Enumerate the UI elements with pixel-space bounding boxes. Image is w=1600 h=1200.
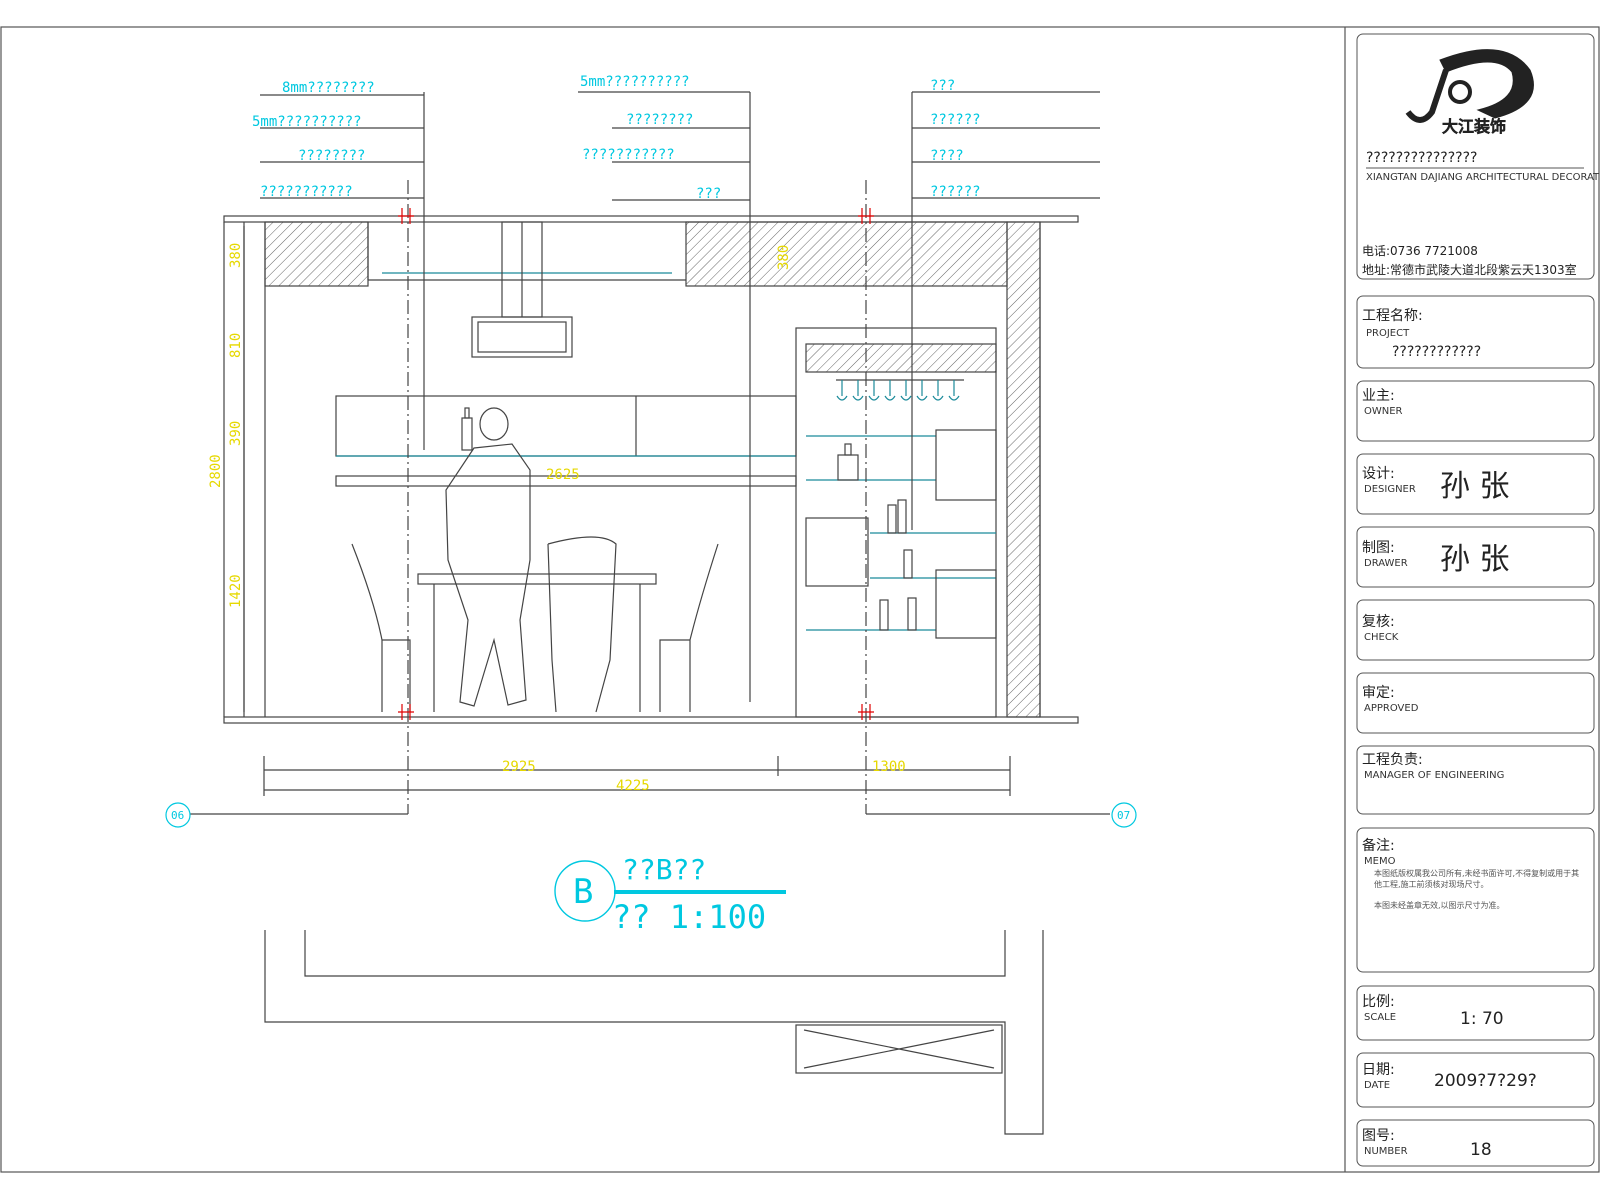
company-name: ??????????????? — [1366, 150, 1477, 166]
upper-cabinet — [335, 395, 797, 457]
chair-right — [659, 543, 719, 712]
date-value: 2009?7?29? — [1434, 1071, 1537, 1091]
drawer-en: DRAWER — [1364, 558, 1408, 569]
grid-label-left: 06 — [171, 809, 184, 822]
scale-label: 比例: — [1362, 994, 1395, 1010]
grid-bubble-right — [1111, 802, 1137, 828]
cabinet-door-2 — [805, 517, 869, 587]
annotation-right-1: ??? — [930, 78, 955, 94]
check-label: 复核: — [1362, 613, 1395, 630]
ceiling-soffit-left — [264, 221, 369, 287]
check-en: CHECK — [1364, 632, 1399, 643]
range-hood — [471, 316, 573, 358]
designer-en: DESIGNER — [1364, 484, 1416, 495]
annotation-right-4: ?????? — [930, 184, 981, 200]
ceiling-slab — [223, 215, 1079, 223]
scale-en: SCALE — [1364, 1012, 1396, 1023]
person-figure — [445, 407, 531, 707]
date-label: 日期: — [1362, 1062, 1395, 1078]
memo-text-1: 本图纸版权属我公司所有,未经书面许可,不得复制或用于其他工程,施工前须核对现场尺… — [1374, 869, 1580, 889]
view-title: ??B?? — [622, 853, 706, 886]
owner-en: OWNER — [1364, 406, 1403, 417]
hanging-glasses — [836, 380, 960, 401]
cabinet-door-3 — [935, 569, 997, 639]
drawer-value: 孙 张 — [1440, 542, 1510, 577]
memo-en: MEMO — [1364, 856, 1396, 867]
cabinet-door-1 — [935, 429, 997, 501]
designer-label: 设计: — [1362, 466, 1395, 482]
owner-label: 业主: — [1362, 388, 1395, 404]
dim-upper: 390 — [228, 421, 244, 446]
annotation-left-2: 5mm?????????? — [252, 114, 362, 130]
number-value: 18 — [1470, 1140, 1492, 1160]
svg-text:大江装饰: 大江装饰 — [1442, 117, 1506, 136]
dim-bottom-total: 4225 — [616, 778, 650, 794]
dim-total-height: 2800 — [208, 454, 224, 488]
elevation-view — [190, 91, 1110, 1135]
sheet-border — [0, 26, 1600, 1173]
plan-cabinet — [795, 1024, 1003, 1074]
grid-label-right: 07 — [1117, 809, 1130, 822]
company-address: 地址:常德市武陵大道北段紫云天1303室 — [1362, 262, 1577, 277]
view-letter: B — [573, 872, 593, 912]
company-logo: 大江装饰 — [1405, 49, 1534, 137]
dim-bottom-1: 2925 — [502, 759, 536, 775]
right-wall-hatch — [1006, 221, 1041, 718]
dim-counter: 2625 — [546, 467, 580, 483]
scale-value: 1: 70 — [1460, 1009, 1504, 1029]
project-value: ???????????? — [1392, 344, 1481, 360]
view-scale: ?? 1:100 — [612, 898, 766, 936]
grid-bubble-left — [165, 802, 191, 828]
approved-en: APPROVED — [1364, 703, 1419, 714]
date-en: DATE — [1364, 1080, 1390, 1091]
manager-en: MANAGER OF ENGINEERING — [1364, 770, 1504, 781]
annotation-mid-4: ??? — [696, 186, 721, 202]
company-phone: 电话:0736 7721008 — [1362, 244, 1478, 258]
dim-lower: 1420 — [228, 574, 244, 608]
drawer-label: 制图: — [1362, 540, 1395, 556]
dim-ceiling: 380 — [228, 243, 244, 268]
annotation-right-3: ???? — [930, 148, 964, 164]
annotation-left-1: 8mm???????? — [282, 80, 375, 96]
ceiling-soffit-right — [685, 221, 1008, 287]
section-marks — [398, 208, 874, 720]
dim-soffit-mid: 380 — [776, 245, 792, 270]
dim-hood: 810 — [228, 333, 244, 358]
annotation-mid-3: ??????????? — [582, 147, 675, 163]
memo-label: 备注: — [1362, 837, 1395, 854]
annotation-mid-2: ???????? — [626, 112, 693, 128]
memo-text-2: 本图未经盖章无效,以图示尺寸为准。 — [1374, 901, 1505, 910]
dim-bottom-2: 1300 — [872, 759, 906, 775]
annotation-left-3: ???????? — [298, 148, 365, 164]
approved-label: 审定: — [1362, 685, 1395, 701]
plan-outline — [264, 930, 1044, 1135]
annotation-right-2: ?????? — [930, 112, 981, 128]
bar-cabinet — [795, 327, 997, 718]
chair-mid — [547, 536, 617, 713]
annotation-left-4: ??????????? — [260, 184, 353, 200]
floor-slab — [223, 716, 1079, 724]
number-label: 图号: — [1362, 1128, 1395, 1144]
chair-left — [351, 543, 411, 712]
designer-value: 孙 张 — [1440, 469, 1510, 504]
title-block: 大江装饰 ??????????????? XIANGTAN DAJIANG AR… — [1356, 33, 1600, 1167]
project-label: 工程名称: — [1362, 308, 1423, 324]
dining-table — [417, 573, 657, 585]
annotation-mid-1: 5mm?????????? — [580, 74, 690, 90]
number-en: NUMBER — [1364, 1146, 1408, 1157]
manager-label: 工程负责: — [1362, 752, 1423, 768]
project-en: PROJECT — [1366, 328, 1410, 339]
company-sub: XIANGTAN DAJIANG ARCHITECTURAL DECORATIO… — [1366, 172, 1600, 183]
